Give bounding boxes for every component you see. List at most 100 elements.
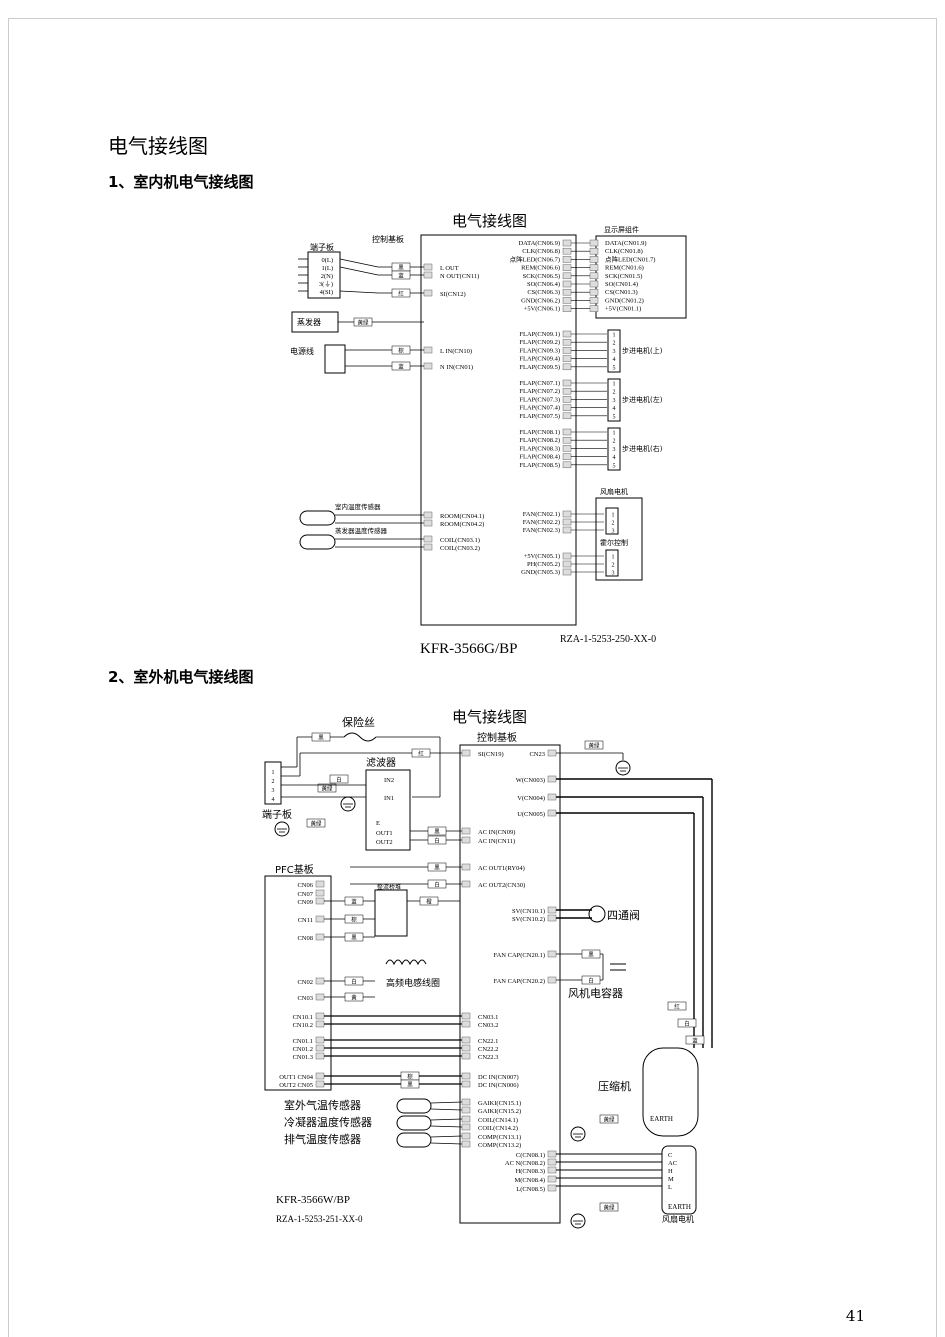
outdoor-wire-label: 黑: [434, 829, 440, 836]
wire-tag: [427, 862, 447, 872]
board-pin-label: L(CN08.5): [516, 1186, 545, 1193]
indoor-terminal-label: 端子板: [310, 242, 334, 252]
filter-pin-label: IN1: [384, 795, 394, 802]
wire: [339, 258, 379, 268]
connector: [547, 749, 557, 757]
terminal-pin-label: 0(L): [321, 257, 333, 264]
connector: [461, 1020, 471, 1028]
board-output-label: L OUT: [440, 265, 459, 272]
board-output-label: N OUT(CN11): [440, 273, 479, 280]
flap-pin-label: FLAP(CN07.1): [519, 380, 560, 387]
board-pin-label: C(CN08.1): [516, 1152, 545, 1159]
connector: [461, 836, 471, 844]
stepper-motor-label: 步进电机(右): [622, 444, 663, 453]
ground-icon: [615, 760, 631, 776]
flap-pin-number: 1: [613, 431, 616, 437]
ground-icon: [570, 1213, 586, 1229]
section-outdoor-heading: 2、室外机电气接线图: [108, 668, 254, 686]
left-pin-label: CN10.2: [293, 1022, 313, 1029]
display-pin-right: DATA(CN01.9): [605, 240, 647, 247]
outdoor-model-label: KFR-3566W/BP: [276, 1194, 350, 1206]
wire: [430, 1101, 463, 1104]
outdoor-board-label: 控制基板: [477, 731, 517, 744]
sensor-pin-label: ROOM(CN04.1): [440, 513, 484, 520]
pg-pin-number: 2: [612, 563, 615, 569]
outdoor-wire-label: 蓝: [351, 898, 357, 906]
outdoor-fan-motor: [661, 1145, 697, 1215]
wire-tag: [344, 932, 364, 942]
board-pin-label: DC IN(CN006): [478, 1082, 519, 1089]
outdoor-sensor-label: 冷凝器温度传感器: [284, 1115, 372, 1129]
connector: [547, 976, 557, 984]
wire-tag: [677, 1018, 697, 1028]
terminal-pin-number: 3: [272, 788, 275, 794]
inductor-coil: [385, 959, 427, 966]
board-pin-label: GAIKI(CN15.2): [478, 1108, 521, 1115]
terminal-pin-label: 3(⏚): [319, 280, 333, 288]
fan-motor-pin: M: [668, 1176, 674, 1183]
connector: [461, 1080, 471, 1088]
board-pin-label: CN03.2: [478, 1022, 498, 1029]
wire-tag: [344, 896, 364, 906]
outdoor-wire-label: 黑: [434, 865, 440, 872]
pg-pin-label: +5V(CN05.1): [524, 553, 560, 560]
pg-pin-number: 3: [612, 571, 615, 577]
display-pin-right: CLK(CN01.8): [605, 248, 643, 255]
connector: [461, 1036, 471, 1044]
connector: [461, 1012, 471, 1020]
connector: [547, 1158, 557, 1166]
rectifier-label: 整流桥堆: [377, 883, 401, 891]
flap-pin-number: 2: [613, 341, 616, 347]
indoor-wire-label: 黄绿: [357, 319, 369, 327]
wire-tag: [391, 270, 411, 280]
flap-pin-label: FLAP(CN08.4): [519, 454, 560, 461]
wire-tag: [685, 1035, 705, 1045]
wire-tag: [400, 1079, 420, 1089]
flap-pin-label: FLAP(CN08.5): [519, 462, 560, 469]
outdoor-wire-label: 蓝: [692, 1037, 698, 1045]
flap-pin-number: 1: [613, 333, 616, 339]
board-pin-label: DC IN(CN007): [478, 1074, 519, 1081]
fan-capacitor-label: 风机电容器: [568, 986, 623, 1000]
display-pin-left: REM(CN06.6): [521, 265, 560, 272]
left-pin-label: CN01.1: [293, 1038, 313, 1045]
board-pin-label: W(CN003): [516, 777, 545, 784]
left-pin-label: CN01.3: [293, 1054, 313, 1061]
connector: [547, 793, 557, 801]
fan-pin-label: FAN(CN02.1): [523, 511, 560, 518]
board-pin-label: SI(CN19): [478, 751, 504, 758]
connector: [315, 897, 325, 905]
coil-label: 高频电感线圈: [386, 977, 440, 989]
flap-pin-label: FLAP(CN09.3): [519, 347, 560, 354]
display-pin-right: CS(CN01.3): [605, 289, 638, 296]
board-pin-label: COMP(CN13.1): [478, 1134, 521, 1141]
outdoor-wire-label: 白: [336, 776, 342, 784]
page-border: [8, 18, 937, 1337]
display-pin-left: SCK(CN06.5): [523, 273, 560, 280]
wire-tag: [427, 835, 447, 845]
wire-tag: [344, 976, 364, 986]
indoor-wire-label: 棕: [398, 347, 404, 355]
wire-tag: [427, 826, 447, 836]
display-pin-left: GND(CN06.2): [521, 297, 560, 304]
pg-connector: [605, 549, 619, 577]
indoor-wire-label: 黑: [398, 265, 404, 272]
connector: [547, 914, 557, 922]
connector: [315, 993, 325, 1001]
outdoor-wire-label: 黑: [407, 1082, 413, 1089]
wire-tag: [584, 740, 604, 750]
connector: [547, 775, 557, 783]
pfc-pin-label: CN03: [297, 995, 313, 1002]
wire-tag: [353, 317, 373, 327]
connector: [461, 880, 471, 888]
flap-pin-number: 1: [613, 382, 616, 388]
connector: [547, 1184, 557, 1192]
sensor-pin-label: ROOM(CN04.2): [440, 521, 484, 528]
pfc-pin-label: CN11: [298, 917, 313, 924]
fan-pin-label: FAN(CN02.2): [523, 519, 560, 526]
sensor-label: 蒸发器温度传感器: [335, 526, 388, 535]
pg-pin-label: PH(CN05.2): [527, 561, 560, 568]
outdoor-temperature-sensor: [396, 1132, 432, 1148]
outdoor-temperature-sensor: [396, 1115, 432, 1131]
